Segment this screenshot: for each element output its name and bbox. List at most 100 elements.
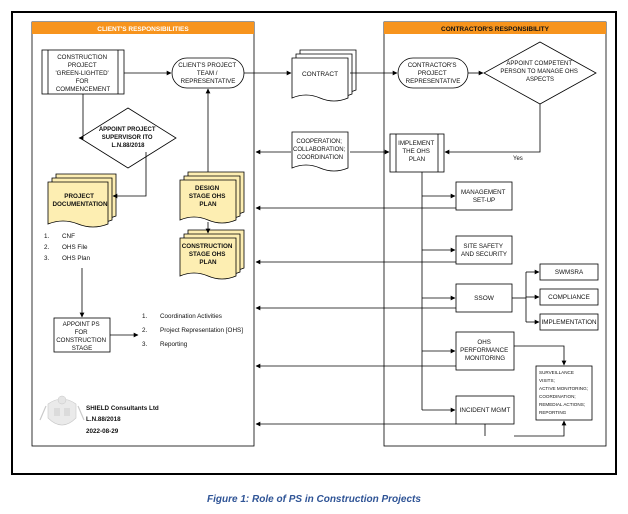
doc-list-item-1: CNF — [62, 233, 75, 240]
implementation-box: IMPLEMENTATION — [539, 313, 599, 331]
svg-text:APPOINT COMPETENT PERSON: APPOINT COMPETENT PERSON TO MANAGE OHS A… — [500, 61, 579, 83]
cooperation-document: COOPERATION; COLLABORATION; COORDINATION — [291, 131, 349, 172]
construction-stage-plan-docs: CONSTRUCTION STAGE OHS PLAN — [179, 229, 245, 280]
implement-line-1: IMPLEMENT — [398, 140, 434, 147]
arrow-supervisor-to-documentation — [112, 152, 147, 199]
doc-list-item-3: OHS Plan — [62, 255, 90, 262]
svg-text:APPOINT PROJECT SUPERVIS: APPOINT PROJECT SUPERVISOR ITO L.N.88/20… — [99, 127, 157, 149]
swmsra-label: SWMSRA — [555, 269, 584, 276]
incident-mgmt-label: INCIDENT MGMT — [460, 407, 511, 414]
compliance-box: COMPLIANCE — [539, 288, 599, 306]
design-stage-plan-docs: DESIGN STAGE OHS PLAN — [179, 171, 245, 224]
construction-plan-line-3: PLAN — [199, 259, 217, 266]
construction-project-box: CONSTRUCTION PROJECT 'GREEN-LIGHTED' FOR… — [41, 49, 125, 95]
activity-num-2: 2. — [142, 327, 148, 334]
ohs-monitoring-line-1: OHS — [477, 339, 490, 346]
implement-line-2: THE OHS — [402, 148, 430, 155]
project-documentation-line-1: PROJECT — [64, 193, 94, 200]
site-safety-box: SITE SAFETY AND SECURITY — [455, 235, 513, 265]
footer-date: 2022-08-29 — [86, 428, 119, 435]
svg-text:COOPERATION; COLLABORATI: COOPERATION; COLLABORATION; COORDINATION — [293, 139, 347, 161]
svg-text:SURVEILLANCE VISITS;: SURVEILLANCE VISITS; ACTIVE MONITORING; … — [539, 370, 589, 415]
activity-num-1: 1. — [142, 313, 148, 320]
activity-num-3: 3. — [142, 341, 148, 348]
cooperation-line-2: COLLABORATION; — [293, 147, 346, 153]
contractor-rep-line-1: CONTRACTOR'S — [408, 62, 457, 69]
design-plan-line-2: STAGE OHS — [189, 193, 226, 200]
surveillance-line-1: SURVEILLANCE — [539, 370, 574, 375]
site-safety-line-1: SITE SAFETY — [463, 243, 502, 250]
appoint-supervisor-line-3: L.N.88/2018 — [111, 143, 145, 149]
swmsra-box: SWMSRA — [539, 263, 599, 281]
figure-caption: Figure 1: Role of PS in Construction Pro… — [207, 494, 421, 505]
outer-frame — [11, 11, 617, 475]
svg-text:CONSTRUCTION STAGE OHS: CONSTRUCTION STAGE OHS PLAN — [182, 243, 234, 266]
implementation-label: IMPLEMENTATION — [541, 319, 596, 326]
svg-text:OHS PERFORMANCE MO: OHS PERFORMANCE MONITORING — [460, 339, 510, 362]
activity-item-3: Reporting — [160, 341, 188, 348]
surveillance-line-5: REMEDIAL ACTIONS; — [539, 402, 585, 407]
svg-text:PROJECT DOCUMENTATION: PROJECT DOCUMENTATION — [52, 193, 107, 208]
ohs-monitoring-box: OHS PERFORMANCE MONITORING — [455, 331, 515, 371]
construction-project-line-5: COMMENCEMENT — [56, 86, 111, 93]
construction-project-line-4: FOR — [76, 78, 90, 85]
appoint-competent-line-1: APPOINT COMPETENT — [506, 61, 572, 67]
site-safety-line-2: AND SECURITY — [461, 251, 507, 258]
client-header — [32, 22, 254, 34]
implement-line-3: PLAN — [409, 156, 425, 163]
svg-text:DESIGN STAGE OHS P: DESIGN STAGE OHS PLAN — [189, 185, 227, 208]
contractor-project-rep: CONTRACTOR'S PROJECT REPRESENTATIVE — [397, 57, 469, 89]
contractor-header — [384, 22, 606, 34]
appoint-ps-line-4: STAGE — [72, 345, 93, 352]
management-setup-box: MANAGEMENT SET-UP — [455, 181, 513, 211]
construction-project-line-2: PROJECT — [68, 62, 97, 69]
arrow-competent-to-implement — [444, 104, 541, 155]
construction-project-line-1: CONSTRUCTION — [57, 54, 107, 61]
compliance-label: COMPLIANCE — [548, 294, 590, 301]
surveillance-line-2: VISITS; — [539, 378, 555, 383]
footer-reference: L.N.88/2018 — [86, 416, 121, 423]
appoint-ps-box: APPOINT PS FOR CONSTRUCTION STAGE — [53, 317, 111, 353]
activity-item-1: Coordination Activities — [160, 313, 222, 320]
coat-of-arms-icon — [39, 395, 85, 426]
surveillance-line-4: COORDINATION; — [539, 394, 576, 399]
client-header-label: CLIENT'S RESPONSIBILITIES — [97, 26, 189, 33]
ohs-monitoring-line-2: PERFORMANCE — [460, 347, 508, 354]
implement-ohs-plan-box: IMPLEMENT THE OHS PLAN — [389, 133, 445, 173]
cooperation-line-3: COORDINATION — [297, 155, 343, 161]
svg-text:MANAGEMENT SET-UP: MANAGEMENT SET-UP — [461, 189, 507, 204]
yes-label: Yes — [513, 156, 523, 162]
design-plan-line-3: PLAN — [199, 201, 217, 208]
construction-plan-line-2: STAGE OHS — [189, 251, 226, 258]
svg-text:SITE SAFETY AND SECURITY: SITE SAFETY AND SECURITY — [461, 243, 507, 258]
management-setup-line-1: MANAGEMENT — [461, 189, 506, 196]
incident-mgmt-box: INCIDENT MGMT — [455, 395, 515, 425]
ssow-label: SSOW — [474, 295, 495, 302]
svg-text:CONSTRUCTION PROJECT: CONSTRUCTION PROJECT 'GREEN-LIGHTED' FOR… — [56, 54, 111, 93]
svg-text:APPOINT PS FOR CON: APPOINT PS FOR CONSTRUCTION STAGE — [56, 321, 108, 352]
appoint-ps-line-3: CONSTRUCTION — [56, 337, 106, 344]
appoint-ps-line-2: FOR — [75, 329, 89, 336]
contract-documents: CONTRACT — [291, 49, 357, 102]
surveillance-line-6: REPORTING — [539, 410, 567, 415]
connectors — [78, 70, 567, 437]
svg-text:CLIENT'S PROJECT TEAM /: CLIENT'S PROJECT TEAM / REPRESENTATIVE — [178, 62, 238, 85]
client-team-line-3: REPRESENTATIVE — [181, 78, 236, 85]
cooperation-line-1: COOPERATION; — [296, 139, 342, 145]
construction-project-line-3: 'GREEN-LIGHTED' — [56, 70, 109, 77]
appoint-competent-line-2: PERSON TO MANAGE OHS — [500, 69, 577, 75]
appoint-competent-decision: APPOINT COMPETENT PERSON TO MANAGE OHS A… — [483, 41, 597, 105]
project-documentation-line-2: DOCUMENTATION — [52, 201, 107, 208]
client-team-line-2: TEAM / — [197, 70, 218, 77]
construction-plan-line-1: CONSTRUCTION — [182, 243, 233, 250]
documentation-list: 1. CNF 2. OHS File 3. OHS Plan — [44, 233, 90, 262]
surveillance-box: SURVEILLANCE VISITS; ACTIVE MONITORING; … — [535, 365, 593, 421]
appoint-supervisor-line-2: SUPERVISOR ITO — [102, 135, 153, 141]
contractor-rep-line-3: REPRESENTATIVE — [406, 78, 461, 85]
contract-label: CONTRACT — [302, 71, 338, 78]
appoint-supervisor-decision: APPOINT PROJECT SUPERVISOR ITO L.N.88/20… — [79, 107, 177, 169]
appoint-competent-line-3: ASPECTS — [526, 77, 554, 83]
project-documentation-docs: PROJECT DOCUMENTATION — [47, 173, 117, 228]
client-team-line-1: CLIENT'S PROJECT — [178, 62, 236, 69]
